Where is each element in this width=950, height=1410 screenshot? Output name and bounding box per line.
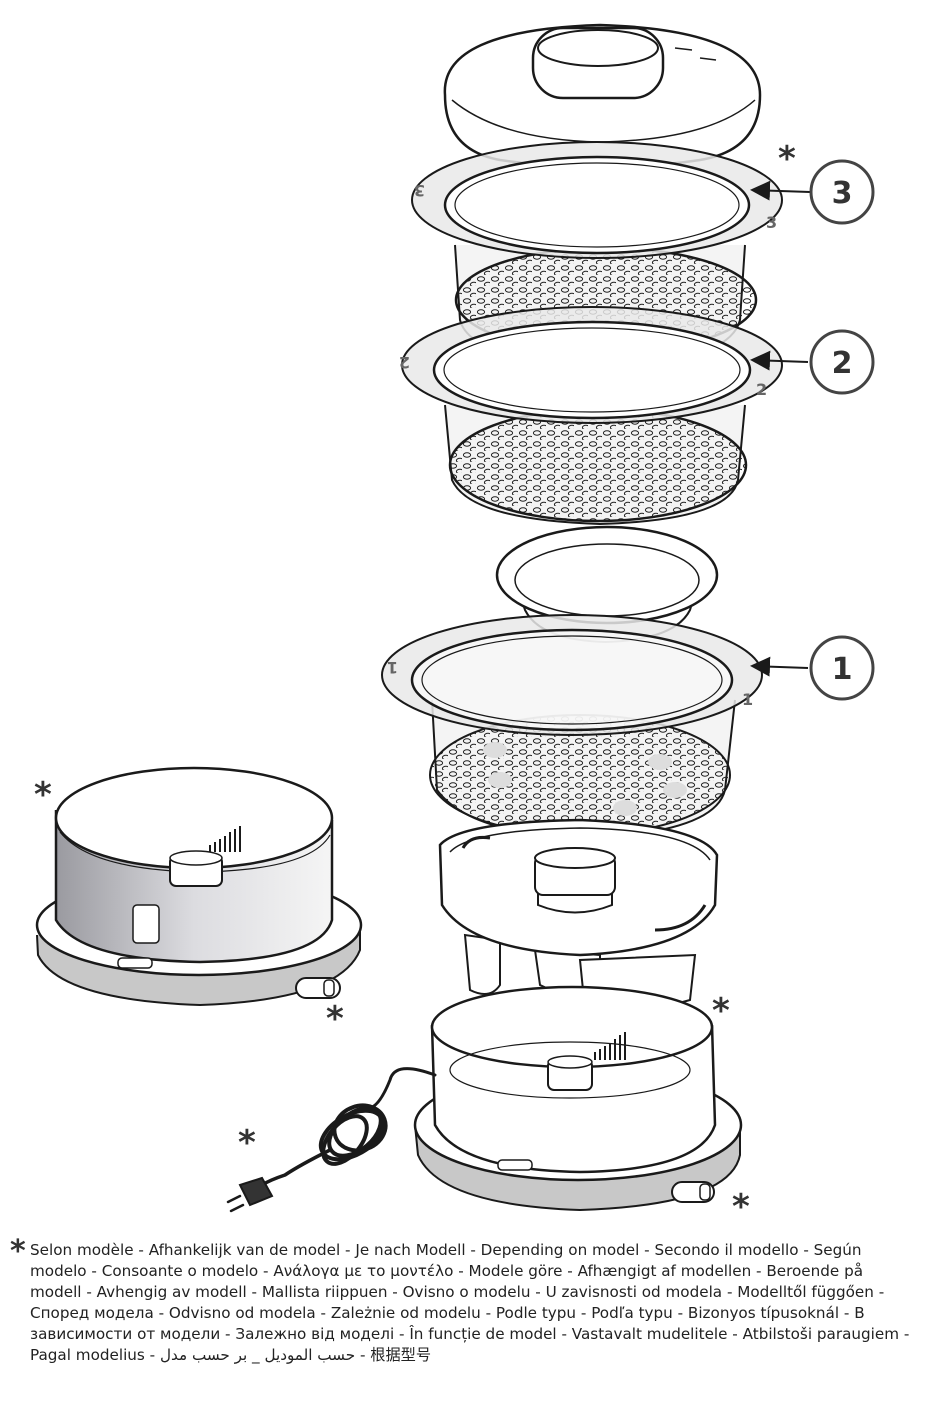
tier-mark-2-right: 2 [756, 380, 767, 399]
asterisk-lid: * [778, 139, 796, 179]
lid [443, 23, 762, 169]
footnote-asterisk: * [10, 1234, 26, 1269]
exploded-steamer-diagram: 3 2 1 3 3 2 2 1 1 * * * * * * [34, 23, 875, 1227]
asterisk-alt-base: * [34, 775, 52, 815]
steam-basket-1 [381, 614, 763, 840]
tier-mark-3-left: 3 [414, 181, 425, 200]
tier-mark-2-left: 2 [399, 353, 410, 372]
front-indicator [497, 1159, 533, 1171]
tier-mark-1-left: 1 [387, 658, 398, 677]
tier-mark-3-right: 3 [766, 213, 777, 232]
callout-3: 3 [832, 176, 853, 211]
water-level-mark [594, 1032, 626, 1060]
callout-3-circle [809, 159, 875, 225]
footnote: * Selon modèle - Afhankelijk van de mode… [10, 1234, 915, 1366]
model-dependent-marks: * * * * * * [34, 139, 796, 1227]
tier-marks: 3 3 2 2 1 1 [387, 181, 777, 709]
plug [238, 1176, 274, 1207]
footnote-text: Selon modèle - Afhankelijk van de model … [30, 1241, 910, 1364]
asterisk-switch: * [732, 1187, 750, 1227]
reservoir-window [132, 904, 160, 944]
callout-1-circle [809, 635, 875, 701]
callout-1: 1 [832, 652, 853, 687]
asterisk-alt-switch: * [326, 999, 344, 1039]
tier-mark-1-right: 1 [742, 690, 753, 709]
asterisk-cord: * [238, 1123, 256, 1163]
juice-collector [438, 818, 719, 1013]
base-with-reservoir [413, 985, 743, 1212]
callouts: 3 2 1 [750, 159, 875, 701]
asterisk-reservoir: * [712, 991, 730, 1031]
alternative-base-model [35, 766, 363, 1007]
callout-2-circle [809, 329, 875, 395]
steam-basket-2 [401, 306, 783, 526]
callout-2: 2 [832, 346, 853, 381]
power-cord [226, 1067, 437, 1213]
